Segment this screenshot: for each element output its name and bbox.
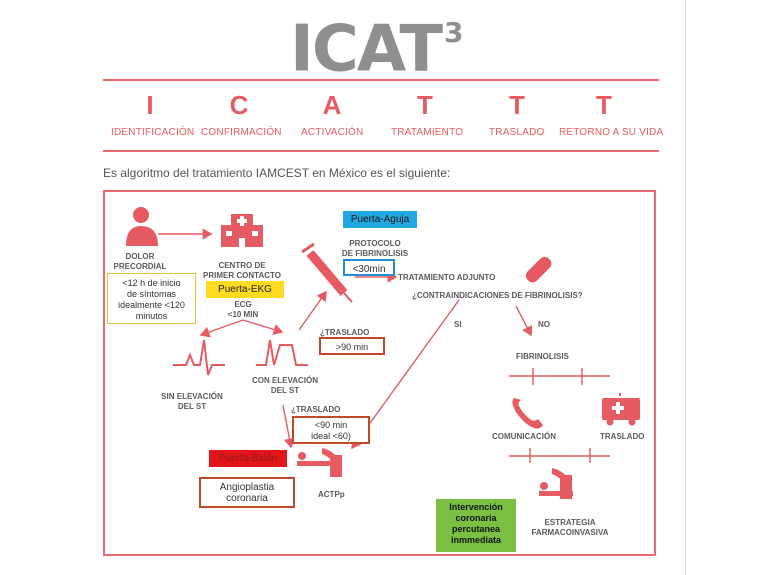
intervencion-note: Intervención coronaria percutanea inmmed… xyxy=(436,499,516,552)
intro-text: Es algoritmo del tratamiento IAMCEST en … xyxy=(103,166,451,180)
puerta-balon-tag: Puerta-Balón xyxy=(209,450,287,467)
phone-icon xyxy=(512,398,543,429)
traslado-q2-label: ¿TRASLADO xyxy=(291,405,341,414)
puerta-ekg-tag: Puerta-EKG xyxy=(206,281,284,298)
top-rule xyxy=(103,79,659,81)
letter-c: C xyxy=(229,90,249,120)
letter-t2: T xyxy=(509,90,525,120)
gt90-tag: >90 min xyxy=(319,337,385,355)
sin-elevacion-label: SIN ELEVACIÓN DEL ST xyxy=(161,392,223,411)
protocolo-label: PROTOCOLO DE FIBRINOLISIS xyxy=(341,239,409,258)
word-activacion: ACTIVACIÓN xyxy=(301,127,364,138)
tratamiento-adjunto-label: TRATAMIENTO ADJUNTO xyxy=(398,273,496,282)
con-elevacion-label: CON ELEVACIÓN DEL ST xyxy=(251,376,319,395)
word-tratamiento: TRATAMIENTO xyxy=(391,127,464,138)
ecg-label: ECG <10 MIN xyxy=(227,300,259,319)
angioplastia-note: Angioplastia coronaria xyxy=(199,477,295,508)
fibrinolisis-label: FIBRINOLISIS xyxy=(516,352,569,361)
logo-text: ICAT xyxy=(290,12,443,87)
side-rule xyxy=(685,0,686,575)
comunicacion-label: COMUNICACIÓN xyxy=(492,432,556,441)
word-retorno: RETORNO A SU VIDA xyxy=(559,127,664,138)
sintomas-note: <12 h de inicio de síntomas idealmente <… xyxy=(107,273,196,324)
letter-t3: T xyxy=(596,90,612,120)
min30-tag: <30min xyxy=(343,259,395,276)
lt90-tag: <90 min ideal <60) xyxy=(292,416,370,444)
traslado-label: TRASLADO xyxy=(600,432,645,441)
contraindicaciones-label: ¿CONTRAINDICACIONES DE FIBRINOLISIS? xyxy=(412,291,583,300)
letter-i: I xyxy=(146,90,154,120)
patient-bed-icon xyxy=(297,452,573,496)
dolor-label: DOLOR PRECORDIAL xyxy=(113,252,167,271)
estrategia-label: ESTRATEGIA FARMACOINVASIVA xyxy=(531,518,609,537)
word-identificacion: IDENTIFICACIÓN xyxy=(111,127,195,138)
actpp-label: ACTPp xyxy=(318,490,345,499)
word-traslado: TRASLADO xyxy=(489,127,545,138)
person-chest-pain-icon xyxy=(126,207,158,246)
centro-label: CENTRO DE PRIMER CONTACTO xyxy=(203,261,281,280)
bottom-rule xyxy=(103,150,659,152)
syringe-icon xyxy=(301,242,353,303)
no-label: NO xyxy=(538,320,550,329)
letter-a: A xyxy=(322,90,342,120)
logo-sup: 3 xyxy=(444,16,464,49)
ecg-elevated-icon xyxy=(256,339,308,366)
arrows xyxy=(158,228,610,463)
diagram-frame xyxy=(103,190,656,556)
puerta-aguja-tag: Puerta-Aguja xyxy=(343,211,417,228)
ecg-flat-icon xyxy=(173,339,225,376)
letter-t1: T xyxy=(417,90,433,120)
traslado-q1-label: ¿TRASLADO xyxy=(320,328,370,337)
hospital-icon xyxy=(221,214,263,247)
pill-icon xyxy=(525,256,552,283)
word-confirmacion: CONFIRMACIÓN xyxy=(201,127,282,138)
si-label: SI xyxy=(454,320,462,329)
ambulance-icon xyxy=(602,393,640,426)
